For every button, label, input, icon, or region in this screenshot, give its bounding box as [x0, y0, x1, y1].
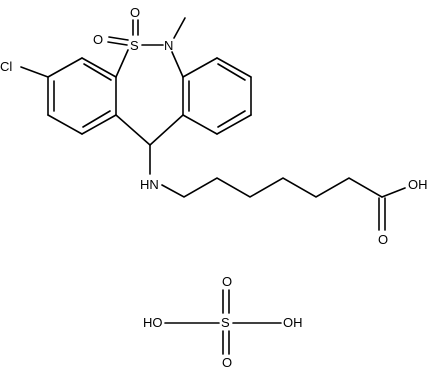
acid-oh-label: OH	[408, 177, 428, 192]
sulfuric-acid: HO S OH O O	[143, 274, 303, 370]
ring-n-label: N	[164, 38, 173, 53]
sulfate-oh-right-label: OH	[283, 315, 303, 330]
carbonyl-o-label: O	[378, 232, 388, 247]
sulfonyl-o-top-label: O	[130, 5, 140, 20]
s-o-double-bond-left	[108, 36, 129, 41]
sulfate-o-bottom-label: O	[222, 355, 232, 370]
chloro-label: Cl	[0, 59, 12, 74]
sulfonyl-s-label: S	[130, 38, 139, 53]
thiazepine-ring	[115, 44, 184, 146]
sulfate-o-top-label: O	[222, 274, 232, 289]
heptanoic-acid-chain	[161, 177, 383, 198]
sulfate-ho-left-label: HO	[143, 315, 163, 330]
chloro-bond	[20, 66, 49, 78]
n-methyl-bond	[173, 17, 186, 39]
c-oh-bond	[381, 187, 406, 198]
sulfate-s-label: S	[221, 315, 230, 330]
amine-nh-label: HN	[140, 177, 159, 192]
sulfonyl-o-left-label: O	[93, 32, 103, 47]
chlorobenzene-ring	[47, 57, 117, 135]
benzene-ring	[182, 57, 252, 135]
